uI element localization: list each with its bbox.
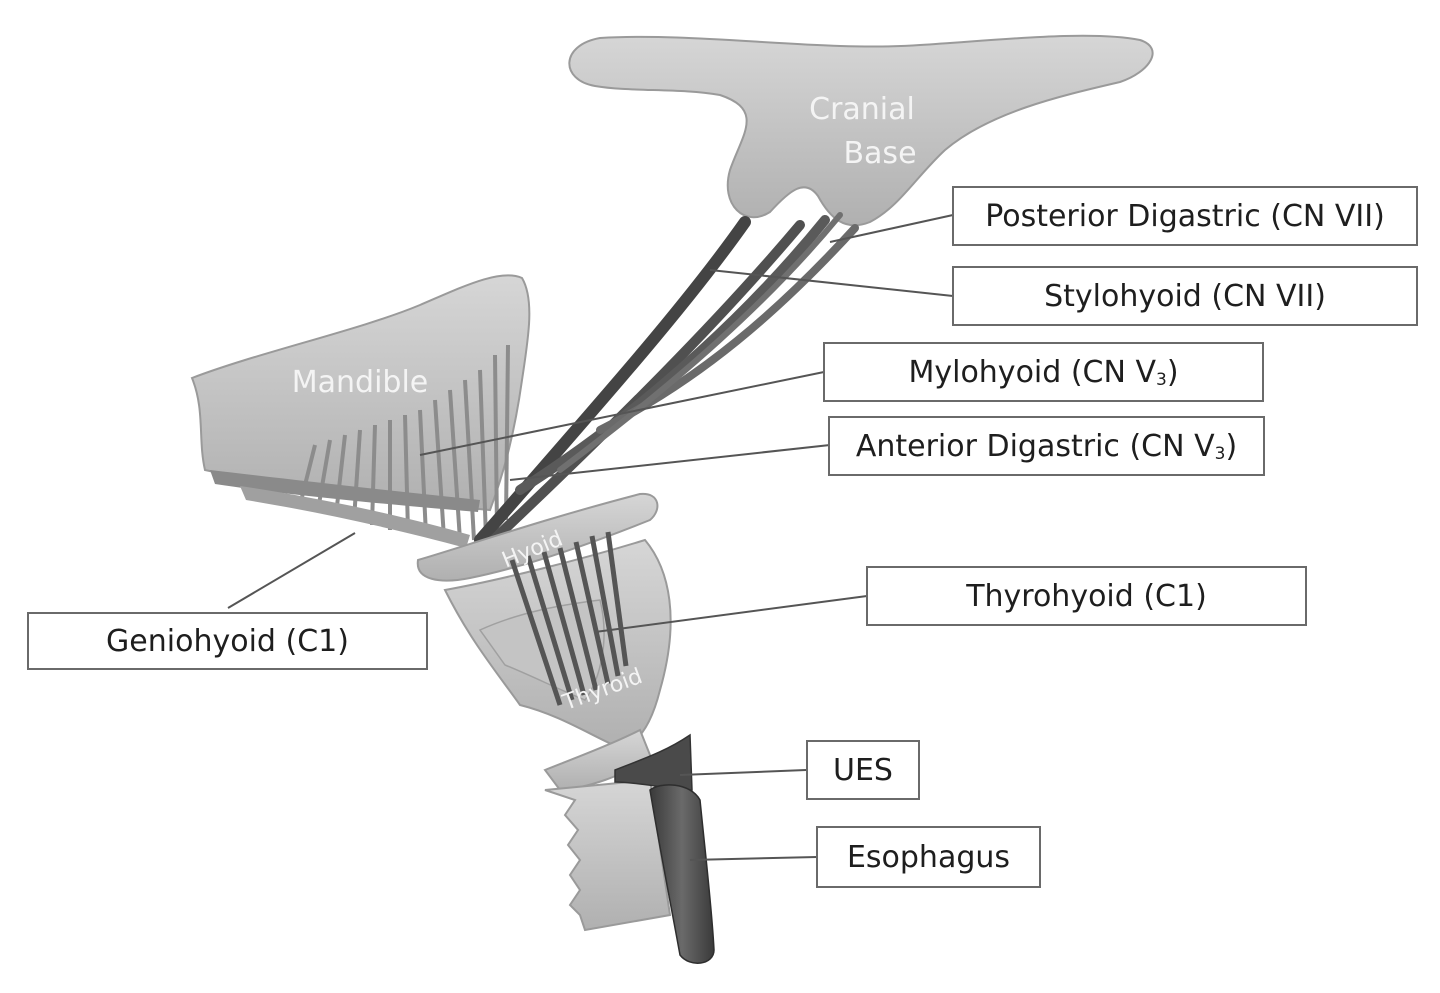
leader-stylohyoid (709, 269, 954, 297)
stylohyoid-text: Stylohyoid (CN VII) (1044, 278, 1326, 314)
leader-anterior-digastric (509, 444, 831, 481)
hyoid-shape (416, 492, 659, 582)
label-stylohyoid: Stylohyoid (CN VII) (952, 266, 1418, 326)
mandible-text: Mandible (292, 365, 429, 400)
anterior-digastric-band (210, 470, 480, 512)
leader-ues (679, 769, 807, 776)
label-esophagus: Esophagus (816, 826, 1041, 888)
ues-shape (614, 733, 693, 791)
anterior-digastric-text: Anterior Digastric (CN V (855, 428, 1215, 464)
cranial-base-shape (568, 34, 1154, 227)
anterior-digastric-subscript: 3 (1214, 444, 1226, 464)
posterior-digastric-text: Posterior Digastric (CN VII) (985, 198, 1385, 234)
label-geniohyoid: Geniohyoid (C1) (27, 612, 428, 670)
label-thyrohyoid: Thyrohyoid (C1) (866, 566, 1307, 626)
digastric-stylohyoid-bellies (474, 212, 859, 550)
leader-esophagus (689, 856, 818, 861)
leader-mylohyoid (419, 371, 825, 456)
mylohyoid-close: ) (1166, 354, 1179, 390)
esophagus-shape (649, 784, 715, 964)
label-ues: UES (806, 740, 920, 800)
leader-geniohyoid (227, 532, 356, 609)
anterior-digastric-close: ) (1225, 428, 1238, 464)
geniohyoid-band (240, 486, 470, 548)
cranial-base-text-line2: Base (843, 136, 916, 171)
leader-lines (227, 214, 954, 861)
cranial-base-text-line1: Cranial (809, 92, 915, 127)
mylohyoid-subscript: 3 (1155, 370, 1167, 390)
ues-text: UES (833, 752, 893, 788)
thyrohyoid-fibers (509, 531, 629, 706)
leader-thyrohyoid (594, 595, 868, 633)
label-posterior-digastric: Posterior Digastric (CN VII) (952, 186, 1418, 246)
esophagus-text: Esophagus (846, 839, 1011, 875)
geniohyoid-text: Geniohyoid (C1) (106, 623, 349, 659)
mylohyoid-text: Mylohyoid (CN V (908, 354, 1156, 390)
leader-posterior-digastric (829, 214, 954, 243)
thyrohyoid-text: Thyrohyoid (C1) (966, 578, 1207, 614)
trachea-shape (544, 778, 672, 932)
